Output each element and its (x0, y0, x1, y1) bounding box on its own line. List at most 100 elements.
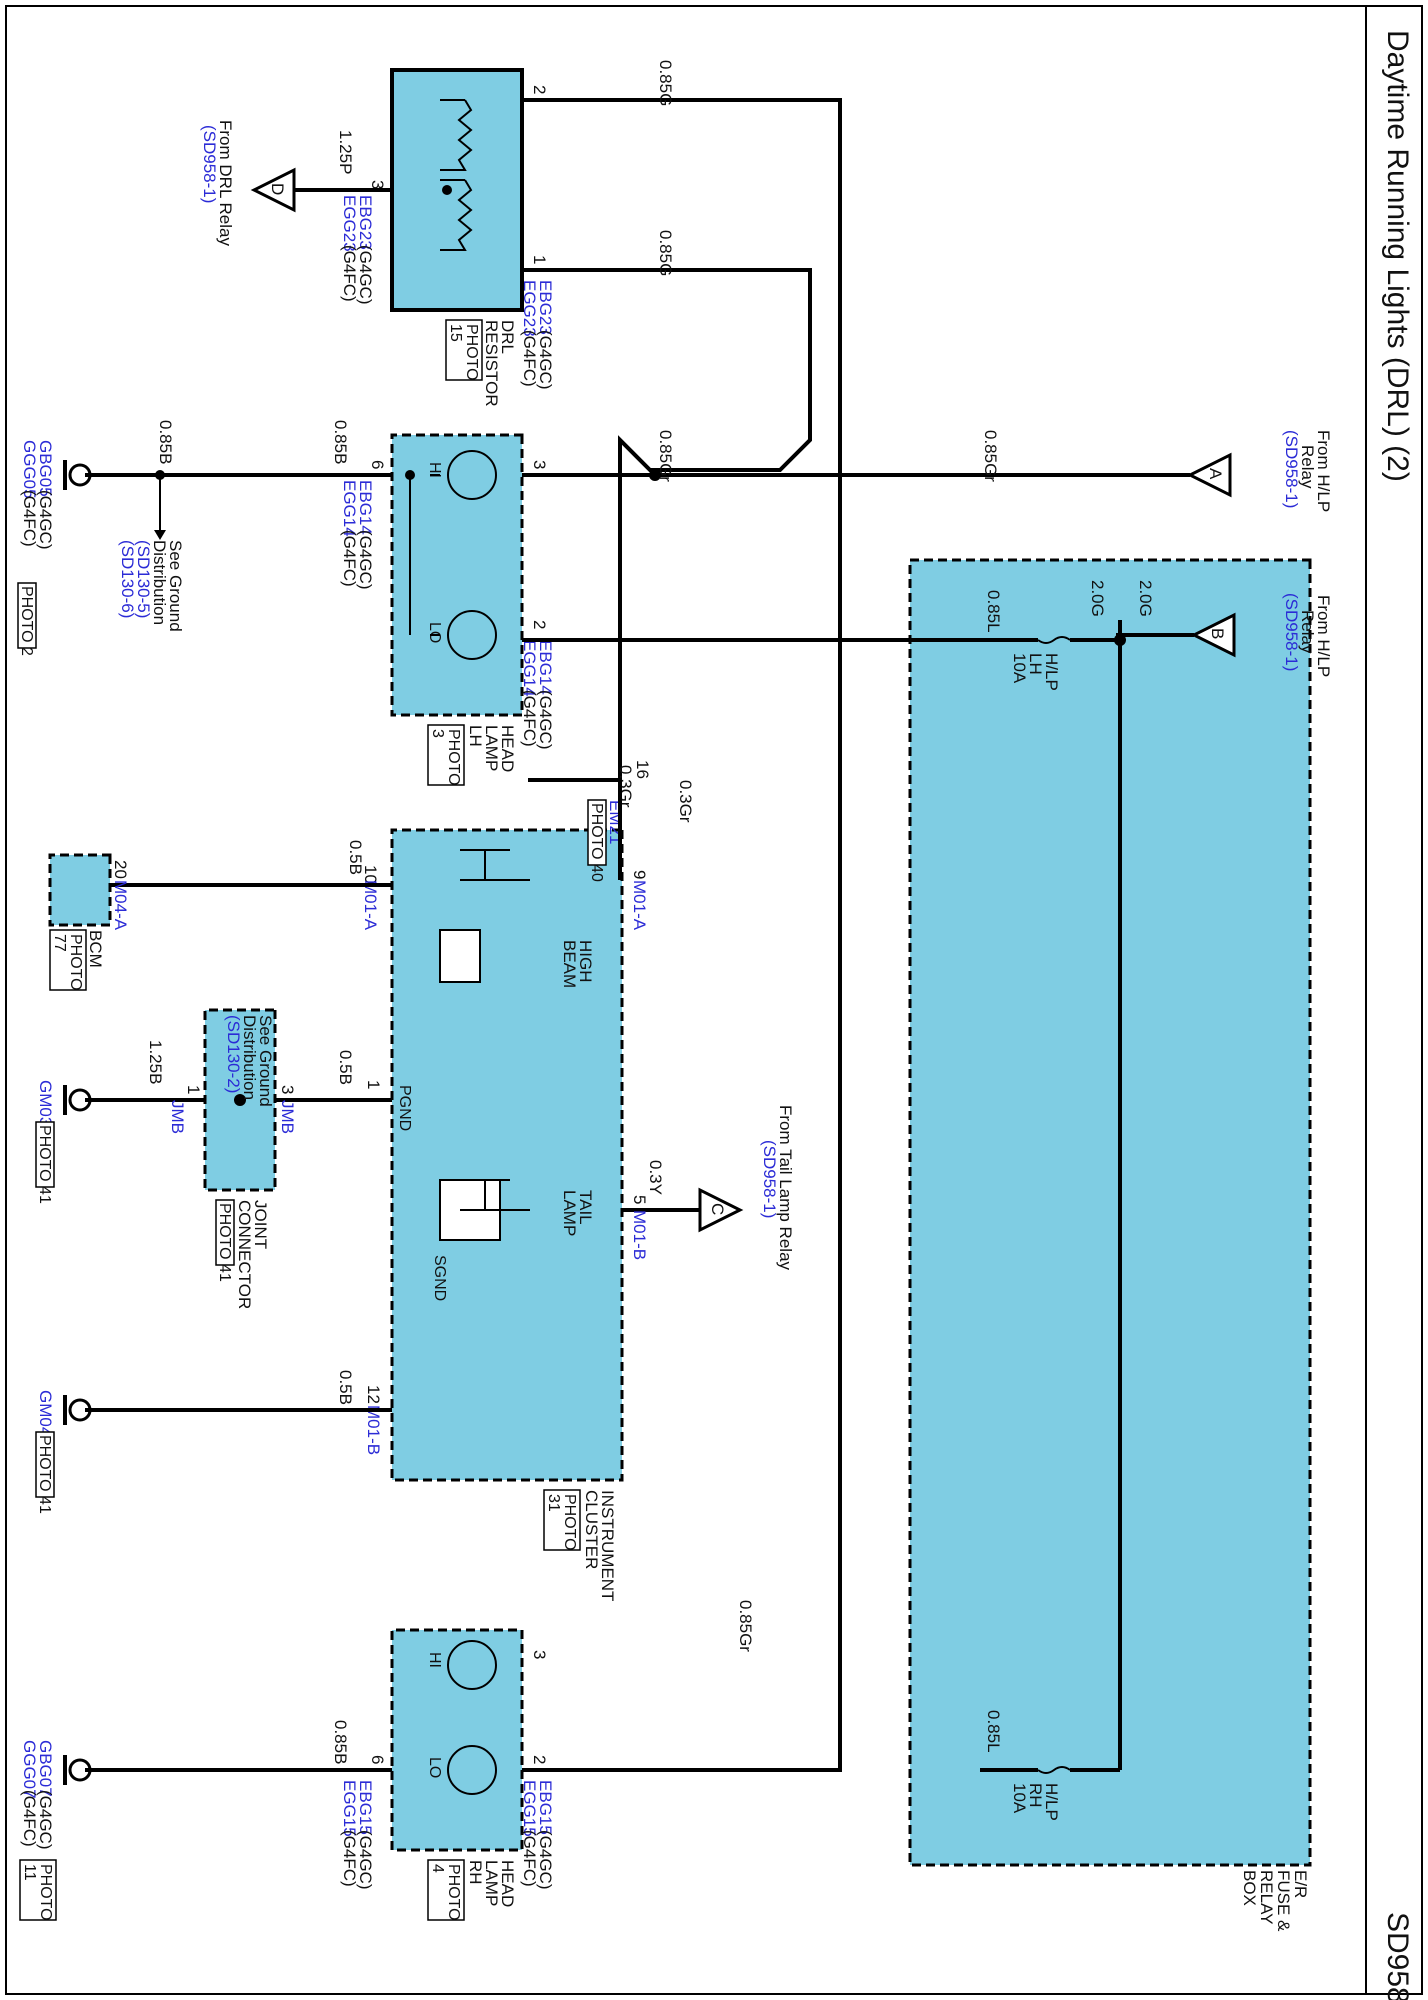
svg-text:From H/LP: From H/LP (1314, 430, 1333, 512)
svg-text:11: 11 (21, 1864, 38, 1881)
ref-d-triangle: D (250, 167, 296, 213)
svg-text:EM21: EM21 (606, 800, 625, 844)
svg-text:10: 10 (361, 865, 380, 884)
svg-text:INSTRUMENT: INSTRUMENT (598, 1490, 617, 1601)
svg-text:LO: LO (426, 1757, 443, 1778)
ref-c-triangle: C (698, 1187, 744, 1233)
svg-text:From H/LP: From H/LP (1314, 595, 1333, 677)
svg-text:GGG05: GGG05 (20, 440, 39, 499)
hi-bulb-icon (447, 450, 497, 500)
svg-text:0.5B: 0.5B (336, 1050, 355, 1085)
svg-text:EGG14: EGG14 (340, 480, 359, 537)
svg-text:1: 1 (364, 1080, 383, 1089)
svg-text:3: 3 (368, 180, 387, 189)
svg-text:PHOTO 41: PHOTO 41 (36, 1435, 53, 1514)
svg-text:(G4FC): (G4FC) (520, 1830, 539, 1887)
svg-text:EBG23: EBG23 (356, 195, 375, 250)
svg-text:15: 15 (447, 324, 464, 342)
svg-text:0.85L: 0.85L (984, 590, 1003, 633)
svg-text:PHOTO: PHOTO (445, 729, 462, 786)
svg-text:(G4GC): (G4GC) (536, 1830, 555, 1890)
svg-text:4: 4 (429, 1864, 446, 1873)
svg-text:Relay: Relay (1298, 610, 1317, 654)
svg-text:GBG07: GBG07 (36, 1740, 55, 1797)
svg-text:HEAD: HEAD (498, 1860, 517, 1907)
svg-text:1.25B: 1.25B (146, 1040, 165, 1084)
svg-text:M01-A: M01-A (361, 880, 380, 931)
svg-text:Daytime Running Lights (DRL): Daytime Running Lights (DRL) (2) (1381, 30, 1414, 482)
svg-text:10A: 10A (1010, 1783, 1029, 1814)
lo-bulb-icon (447, 610, 497, 660)
svg-text:0.85B: 0.85B (331, 1720, 350, 1764)
ref-b-triangle: B (1190, 612, 1236, 658)
svg-text:PHOTO 2: PHOTO 2 (18, 586, 35, 656)
svg-text:CLUSTER: CLUSTER (582, 1490, 601, 1569)
svg-text:2: 2 (530, 85, 549, 94)
svg-text:From Tail Lamp Relay: From Tail Lamp Relay (776, 1105, 795, 1271)
svg-text:BCM: BCM (86, 930, 105, 968)
bcm (48, 853, 112, 927)
svg-text:D: D (268, 183, 287, 195)
ref-a-triangle: A (1186, 452, 1232, 498)
svg-text:H/LP: H/LP (1042, 1783, 1061, 1821)
svg-text:Distribution: Distribution (240, 1015, 259, 1100)
svg-text:1.25P: 1.25P (336, 130, 355, 174)
svg-text:20: 20 (111, 860, 130, 879)
svg-text:Relay: Relay (1298, 445, 1317, 489)
svg-text:SD958-2: SD958-2 (1381, 1912, 1414, 2000)
svg-text:16: 16 (633, 760, 652, 779)
svg-text:LH: LH (466, 725, 485, 747)
svg-text:PHOTO 41: PHOTO 41 (216, 1203, 233, 1282)
svg-text:EGG23: EGG23 (340, 195, 359, 252)
svg-text:0.85Gr: 0.85Gr (736, 1600, 755, 1652)
svg-text:EGG23: EGG23 (520, 280, 539, 337)
svg-text:EBG14: EBG14 (356, 480, 375, 535)
svg-text:31: 31 (545, 1494, 562, 1512)
ground-gbg05-icon (63, 460, 92, 490)
svg-text:2.0G: 2.0G (1136, 580, 1155, 617)
lo-bulb-rh-icon (447, 1745, 497, 1795)
svg-text:0.85L: 0.85L (984, 1710, 1003, 1753)
svg-text:SGND: SGND (431, 1255, 448, 1301)
svg-text:0.85G: 0.85G (656, 230, 675, 276)
svg-text:(G4FC): (G4FC) (340, 245, 359, 302)
svg-text:PHOTO 41: PHOTO 41 (36, 1125, 53, 1204)
svg-text:3: 3 (530, 1650, 549, 1659)
high-beam-icon (439, 929, 481, 983)
svg-text:Distribution: Distribution (150, 540, 169, 625)
svg-text:6: 6 (368, 1755, 387, 1764)
svg-text:9: 9 (630, 870, 649, 879)
svg-text:(G4GC): (G4GC) (356, 530, 375, 590)
svg-text:FUSE &: FUSE & (1274, 1870, 1293, 1932)
svg-text:1: 1 (184, 1085, 203, 1094)
ground-gbg07-icon (63, 1755, 92, 1785)
svg-text:3: 3 (530, 460, 549, 469)
svg-text:(G4FC): (G4FC) (20, 1790, 39, 1847)
svg-text:M01-A: M01-A (630, 880, 649, 931)
page-frame (5, 5, 1423, 1995)
svg-text:1: 1 (530, 255, 549, 264)
svg-text:(SD958-1): (SD958-1) (760, 1140, 779, 1218)
svg-text:PHOTO: PHOTO (67, 934, 84, 991)
instrument-cluster (390, 828, 624, 1482)
svg-text:EBG14: EBG14 (536, 640, 555, 695)
svg-text:GGG07: GGG07 (20, 1740, 39, 1799)
svg-text:(SD958-1): (SD958-1) (1282, 593, 1301, 671)
svg-text:GM03: GM03 (36, 1080, 55, 1126)
svg-text:(G4GC): (G4GC) (36, 490, 55, 550)
svg-text:RH: RH (466, 1860, 485, 1885)
svg-text:2.0G: 2.0G (1088, 580, 1107, 617)
svg-text:EGG15: EGG15 (520, 1780, 539, 1837)
svg-text:RESISTOR: RESISTOR (482, 320, 501, 407)
svg-text:JOINT: JOINT (251, 1200, 270, 1249)
svg-text:B: B (1208, 628, 1227, 639)
svg-text:H/LP: H/LP (1042, 653, 1061, 691)
svg-text:(G4GC): (G4GC) (356, 245, 375, 305)
svg-text:LAMP: LAMP (482, 725, 501, 771)
svg-text:0.5B: 0.5B (346, 840, 365, 875)
svg-text:DRL: DRL (498, 320, 517, 354)
svg-text:5: 5 (630, 1195, 649, 1204)
svg-text:GBG05: GBG05 (36, 440, 55, 497)
